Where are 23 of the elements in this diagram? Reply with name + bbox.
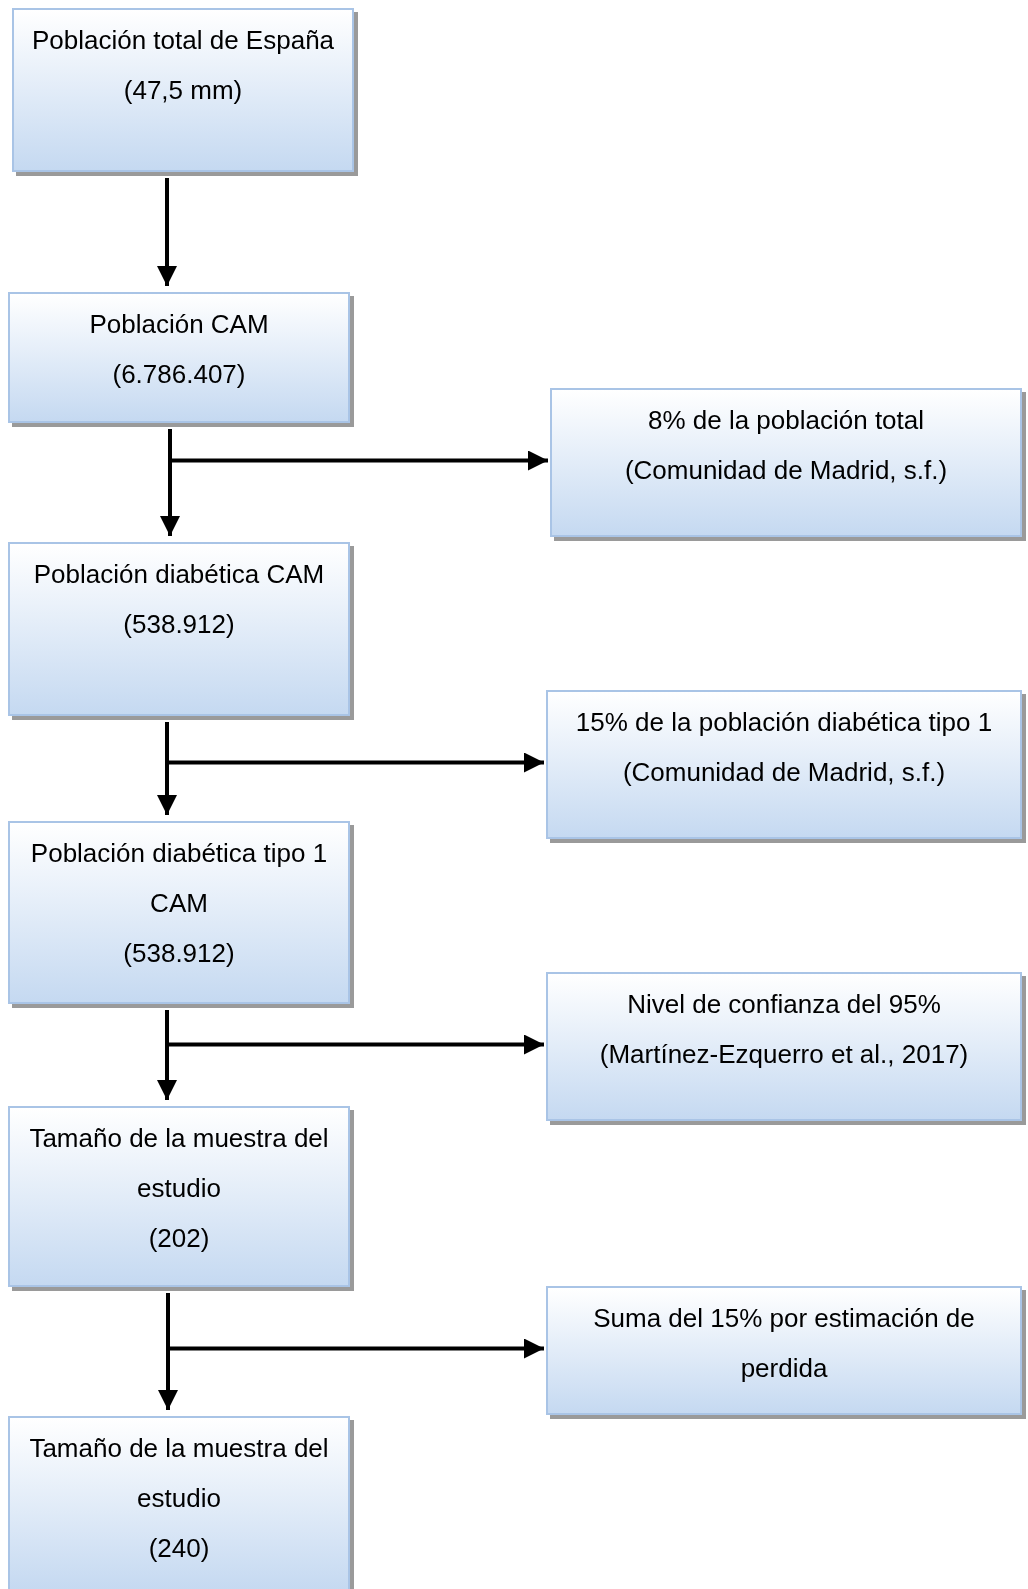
box-text: Tamaño de la muestra del estudio — [28, 1122, 330, 1205]
box-text: 15% de la población diabética tipo 1 (Comunidad de Madrid, s.f.) — [574, 706, 994, 789]
box-text: (Comunidad de Madrid, s.f.) — [623, 454, 949, 487]
box-text: Población diabética tipo 1 CAM — [29, 837, 329, 920]
box-text: 8% de la población total — [646, 404, 926, 437]
box-text: Población total de España — [30, 24, 336, 57]
box-text: Suma del 15% por estimación de perdida — [592, 1302, 976, 1385]
box-text: (538.912) — [122, 608, 236, 641]
box-text: Población CAM — [88, 308, 270, 341]
box-text: (202) — [147, 1222, 211, 1255]
arrow — [165, 1010, 544, 1055]
box-text: (240) — [147, 1532, 211, 1565]
box-text: Nivel de confianza del 95% — [626, 988, 942, 1021]
box-text: (6.786.407) — [111, 358, 247, 391]
box-text: Tamaño de la muestra del estudio — [28, 1432, 330, 1515]
box-text: (538.912) — [122, 937, 236, 970]
box-text: (47,5 mm) — [122, 74, 244, 107]
arrow — [166, 1293, 544, 1359]
arrow — [157, 178, 177, 286]
arrow — [165, 722, 544, 773]
box-text: (Martínez-Ezquerro et al., 2017) — [598, 1038, 970, 1071]
arrow — [168, 429, 548, 471]
box-text: Población diabética CAM — [32, 558, 326, 591]
